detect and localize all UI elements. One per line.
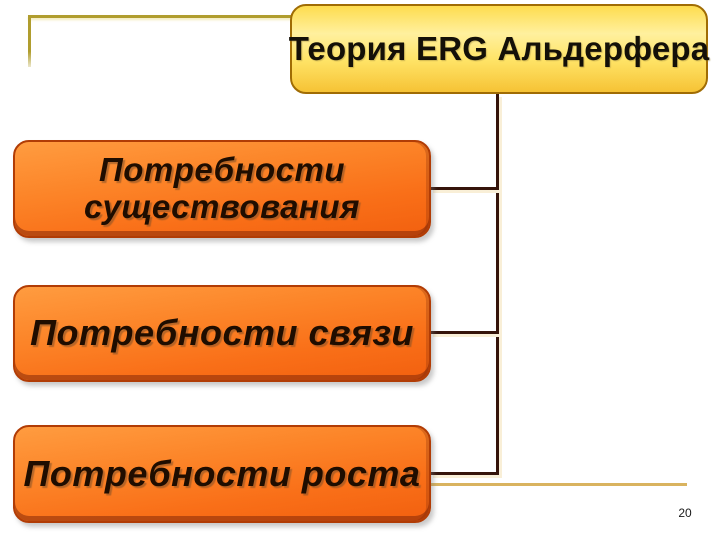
need-box-growth: Потребности роста xyxy=(13,425,431,523)
need-label-growth: Потребности роста xyxy=(23,452,421,494)
need-box-existence: Потребности существования xyxy=(13,140,431,238)
need-label-relatedness: Потребности связи xyxy=(30,312,414,354)
decorative-bottom-line xyxy=(430,483,687,486)
slide-title: Теория ERG Альдерфера xyxy=(288,30,710,67)
page-number: 20 xyxy=(678,506,692,520)
decorative-corner-line-vertical xyxy=(28,15,31,67)
connector-branch-growth xyxy=(430,472,497,475)
decorative-corner-line-horizontal xyxy=(28,15,292,18)
need-label-existence: Потребности существования xyxy=(84,151,360,225)
need-box-relatedness: Потребности связи xyxy=(13,285,431,382)
title-box: Теория ERG Альдерфера xyxy=(288,4,710,94)
connector-branch-relatedness xyxy=(430,331,497,334)
connector-vertical-trunk xyxy=(496,94,499,475)
connector-branch-existence xyxy=(430,187,497,190)
